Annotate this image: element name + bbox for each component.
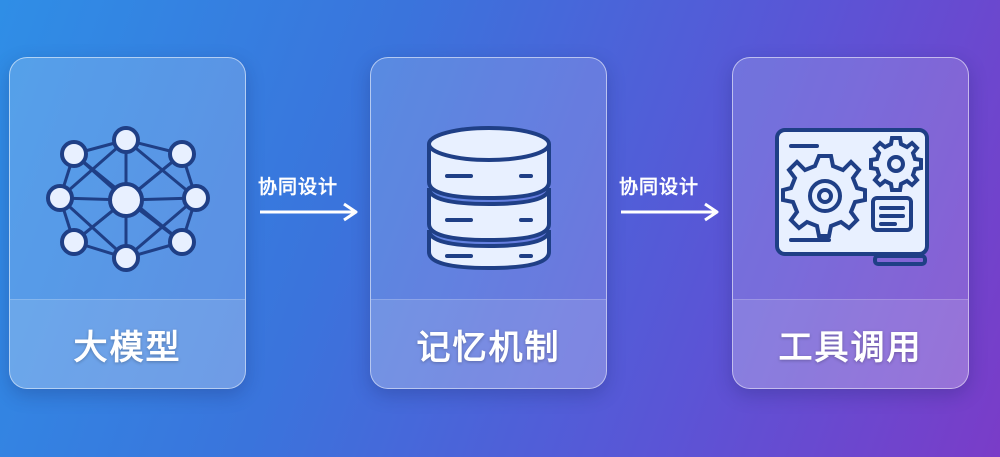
connector-label: 协同设计: [258, 176, 339, 198]
neural-network-icon: [46, 126, 210, 272]
step-card-footer: 记忆机制: [371, 299, 606, 388]
step-card-large-model: 大模型: [9, 57, 246, 389]
step-card-tool-calling: 工具调用: [732, 57, 969, 389]
step-label: 记忆机制: [416, 327, 561, 368]
step-label: 工具调用: [778, 327, 923, 368]
connector-arrow: 协同设计: [258, 172, 368, 232]
step-card-memory: 记忆机制: [370, 57, 607, 389]
arrow-right-icon: [621, 202, 719, 222]
arrow-right-icon: [260, 202, 358, 222]
database-icon: [427, 126, 551, 271]
step-card-footer: 工具调用: [733, 299, 968, 388]
connector-label: 协同设计: [619, 176, 700, 198]
step-label: 大模型: [73, 327, 182, 368]
tool-gears-icon: [775, 128, 929, 266]
connector-arrow: 协同设计: [619, 172, 729, 232]
step-card-footer: 大模型: [10, 299, 245, 388]
